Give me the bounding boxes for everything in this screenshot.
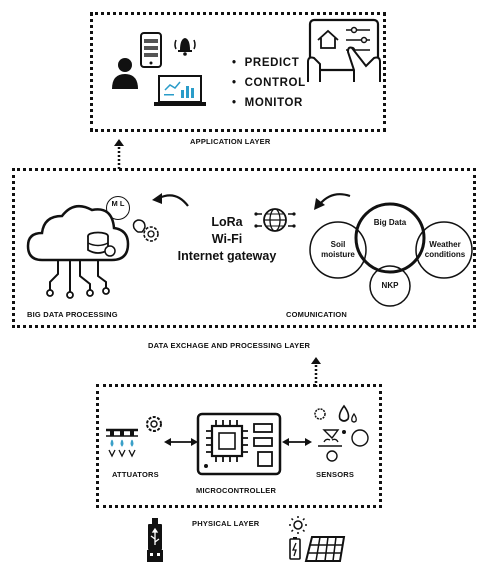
big-data-processing-caption: BIG DATA PROCESSING xyxy=(27,310,118,319)
action-predict: PREDICT xyxy=(232,53,306,73)
globe-network-icon xyxy=(254,208,296,232)
gear-icon xyxy=(146,416,162,432)
weather-label: Weather conditions xyxy=(424,240,466,259)
protocol-list: LoRa Wi-Fi Internet gateway xyxy=(172,214,282,265)
protocol-internet-gateway: Internet gateway xyxy=(177,249,277,263)
action-monitor: MONITOR xyxy=(232,93,306,113)
application-layer-caption: APPLICATION LAYER xyxy=(190,137,271,146)
microcontroller-label: MICROCONTROLLER xyxy=(196,486,277,495)
nkp-circle xyxy=(369,265,411,307)
arrow-micro-sensors xyxy=(282,438,312,446)
action-control: CONTROL xyxy=(232,73,306,93)
sprinkler-icon xyxy=(106,428,138,458)
laptop-chart-icon xyxy=(154,75,206,106)
bell-icon xyxy=(174,38,196,56)
arrow-circles-to-comm xyxy=(314,193,351,210)
application-layer-box xyxy=(90,12,386,132)
arrow-comm-to-processing xyxy=(152,193,189,207)
microcontroller-chip-icon xyxy=(196,412,282,476)
arrow-physical-to-data xyxy=(311,357,321,387)
ml-badge: M L xyxy=(106,196,130,220)
arrow-actuators-micro xyxy=(164,438,198,446)
physical-layer-caption: PHYSICAL LAYER xyxy=(192,519,260,528)
sensor-cluster-icon xyxy=(314,404,369,462)
physical-layer-box xyxy=(96,384,382,508)
ml-badge-text: M L xyxy=(111,199,125,208)
big-data-circle xyxy=(354,202,426,274)
big-data-label: Big Data xyxy=(373,218,407,227)
cloud-database-icon xyxy=(26,204,130,299)
data-source-circles xyxy=(309,202,473,307)
weather-circle xyxy=(415,221,473,279)
sensors-label: SENSORS xyxy=(316,470,355,479)
application-actions-list: PREDICT CONTROL MONITOR xyxy=(232,53,306,113)
data-layer-box xyxy=(12,168,476,328)
soil-circle xyxy=(309,221,367,279)
gear-bulb-icon xyxy=(132,219,159,242)
usb-plug-icon xyxy=(147,518,163,562)
protocol-lora: LoRa xyxy=(211,215,243,229)
attuators-label: ATTUATORS xyxy=(112,470,159,479)
soil-label: Soil moisture xyxy=(321,240,355,259)
nkp-label: NKP xyxy=(381,281,399,290)
arrow-data-to-application xyxy=(114,139,124,169)
person-icon xyxy=(112,58,138,89)
solar-panel-icon xyxy=(289,516,346,562)
smartphone-icon xyxy=(140,32,162,68)
communication-caption: COMUNICATION xyxy=(286,310,348,319)
data-layer-caption: DATA EXCHAGE AND PROCESSING LAYER xyxy=(148,341,311,350)
protocol-wifi: Wi-Fi xyxy=(211,232,243,246)
touch-panel-icon xyxy=(307,18,381,82)
